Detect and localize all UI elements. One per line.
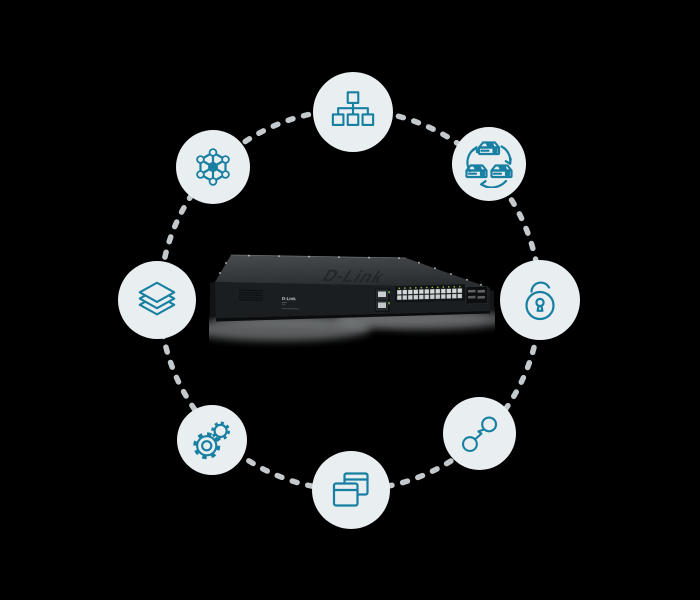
device-stacking-icon: [465, 141, 513, 188]
feature-badge-security: [500, 260, 580, 340]
top-brand-label: D-Link: [319, 266, 390, 287]
feature-badge-link: [443, 397, 516, 470]
top-brand-emboss: D-Link: [319, 266, 390, 287]
front-brand-label: D-Link: [282, 296, 296, 301]
network-switch-image: D-Link D-Link: [209, 254, 495, 341]
layers-stack-icon: [138, 281, 176, 316]
link-connection-icon: [461, 415, 497, 452]
network-topology-icon: [331, 91, 375, 126]
mesh-network-icon: [196, 148, 230, 186]
feature-badge-stacking: [452, 127, 526, 201]
uplink-ports: [375, 288, 390, 312]
front-brand-area: D-Link: [281, 296, 299, 310]
feature-badge-windows: [312, 451, 390, 529]
security-unlock-icon: [525, 281, 555, 321]
feature-badge-topology: [313, 72, 393, 152]
feature-badge-mesh: [176, 130, 250, 204]
app-windows-icon: [332, 472, 369, 507]
chassis-screws: [219, 254, 482, 286]
vent-grille: [238, 289, 264, 301]
sfp-port-block: [465, 286, 488, 305]
switch-top-face: [215, 255, 490, 288]
rj45-port-block: [395, 284, 465, 303]
settings-gears-icon: [193, 421, 231, 460]
feature-badge-settings: [177, 405, 247, 475]
feature-badge-layers: [118, 261, 196, 339]
